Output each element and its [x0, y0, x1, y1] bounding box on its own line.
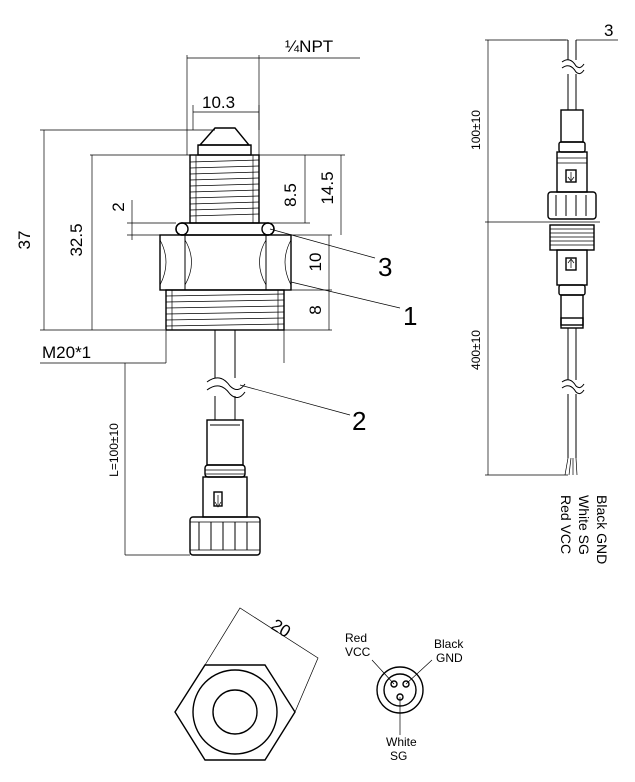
break-mark-1: [206, 377, 246, 390]
dimension-lines: [40, 55, 360, 556]
dim-37: 37: [15, 231, 34, 250]
callout-2: 2: [352, 406, 366, 436]
cable-assembly-view: [547, 40, 597, 476]
hex-circle-outer: [192, 669, 278, 755]
dim-8: 8: [306, 305, 325, 314]
hex-outline: [174, 664, 296, 761]
dim-2: 2: [109, 202, 128, 211]
dim-3: 3: [604, 21, 613, 40]
wire-label-white: White SG: [576, 495, 592, 555]
dim-14-5: 14.5: [318, 171, 337, 204]
dim-cable-length: L=100±10: [107, 423, 121, 477]
dim-10: 10: [306, 253, 325, 272]
pin-black: [402, 680, 410, 688]
npt-thread-lines: [189, 155, 260, 223]
connector-shell: [202, 476, 248, 518]
sensor-front-view: [159, 127, 292, 556]
connector-body: [206, 419, 244, 466]
dim-m20: M20*1: [42, 343, 91, 362]
arrow-down-icon: [214, 495, 222, 508]
npt-thread: [189, 154, 260, 224]
lower-connector: [556, 249, 588, 286]
arrow-box: [213, 491, 223, 507]
cable-top: [567, 40, 577, 60]
upper-connector: [560, 109, 584, 143]
m20-thread: [165, 289, 285, 331]
dim-100: 100±10: [469, 110, 483, 150]
o-ring-right: [261, 222, 275, 236]
pin-black-label: Black: [434, 637, 464, 651]
sensor-tip: [198, 127, 251, 146]
pin-red-label: Red: [345, 631, 367, 645]
tip-collar: [197, 144, 252, 156]
wire-ends: [564, 457, 578, 476]
dim-32-5: 32.5: [67, 223, 86, 256]
hex-circle-inner: [212, 689, 258, 735]
o-ring-left: [175, 222, 189, 236]
cable: [214, 330, 236, 378]
hex-nut: [159, 234, 292, 291]
wire-label-black: Black GND: [594, 495, 610, 564]
pin-white-label: White: [386, 735, 417, 749]
connector-nut: [189, 516, 261, 556]
callout-1: 1: [403, 301, 417, 331]
pin-red: [390, 680, 398, 688]
o-ring: [175, 222, 275, 236]
dim-8-5: 8.5: [281, 183, 300, 207]
callout-3: 3: [378, 252, 392, 282]
connector-pinout: [371, 659, 433, 735]
hex-bottom-view: [174, 607, 319, 761]
dim-400: 400±10: [469, 330, 483, 370]
wire-label-red: Red VCC: [558, 495, 574, 554]
upper-nut: [547, 191, 597, 220]
pin-white-sublabel: SG: [390, 749, 407, 763]
cable-dimension-lines: [485, 39, 618, 476]
dim-10-3: 10.3: [202, 93, 235, 112]
pin-red-sublabel: VCC: [345, 645, 371, 659]
callout-leaders: [239, 228, 401, 416]
pin-black-sublabel: GND: [436, 651, 463, 665]
dim-20: 20: [268, 615, 294, 641]
dim-npt: ¼NPT: [285, 37, 333, 56]
